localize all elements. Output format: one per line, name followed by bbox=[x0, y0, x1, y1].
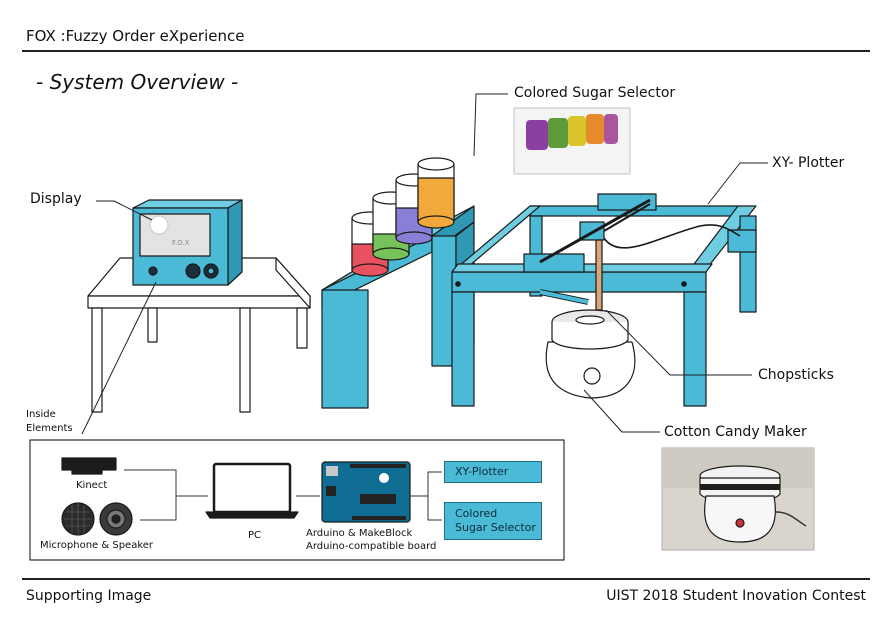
box-sugar-selector: Colored Sugar Selector bbox=[444, 502, 542, 540]
overview-title: - System Overview - bbox=[36, 70, 239, 94]
label-chopsticks: Chopsticks bbox=[758, 367, 834, 383]
microphone-speaker bbox=[61, 502, 133, 536]
kinect-device bbox=[61, 457, 117, 475]
cotton-candy-machine bbox=[545, 309, 636, 399]
box-sugar-line1: Colored bbox=[455, 507, 498, 520]
header-title: FOX :Fuzzy Order eXperience bbox=[26, 27, 245, 45]
inside-heading-line1: Inside bbox=[26, 409, 56, 420]
label-sugar-selector: Colored Sugar Selector bbox=[514, 85, 676, 101]
cotton-candy-photo bbox=[661, 447, 815, 551]
footer-divider bbox=[22, 578, 870, 580]
pc-laptop bbox=[205, 462, 299, 519]
arduino-label-line1: Arduino & MakeBlock bbox=[306, 528, 413, 539]
label-xy-plotter: XY- Plotter bbox=[772, 155, 845, 171]
pc-label: PC bbox=[248, 530, 262, 541]
label-display: Display bbox=[30, 191, 82, 207]
sugar-photo bbox=[513, 107, 631, 175]
arduino-board bbox=[321, 461, 411, 523]
box-xy-plotter-text: XY-Plotter bbox=[455, 465, 509, 478]
inside-heading-line2: Elements bbox=[26, 423, 73, 434]
label-cotton-candy-maker: Cotton Candy Maker bbox=[664, 424, 807, 440]
header-divider bbox=[22, 50, 870, 52]
footer-left-text: Supporting Image bbox=[26, 588, 152, 604]
footer-right-text: UIST 2018 Student Inovation Contest bbox=[606, 588, 866, 604]
sugar-cups bbox=[351, 157, 455, 277]
kinect-label: Kinect bbox=[76, 480, 108, 491]
display-unit bbox=[132, 199, 243, 286]
box-sugar-line2: Sugar Selector bbox=[455, 521, 536, 534]
box-xy-plotter: XY-Plotter bbox=[444, 461, 542, 483]
mic-speaker-label: Microphone & Speaker bbox=[40, 540, 154, 551]
display-screen-text: F.O.X bbox=[172, 239, 190, 247]
arduino-label-line2: Arduino-compatible board bbox=[306, 541, 437, 552]
xy-plotter-frame bbox=[451, 193, 757, 407]
